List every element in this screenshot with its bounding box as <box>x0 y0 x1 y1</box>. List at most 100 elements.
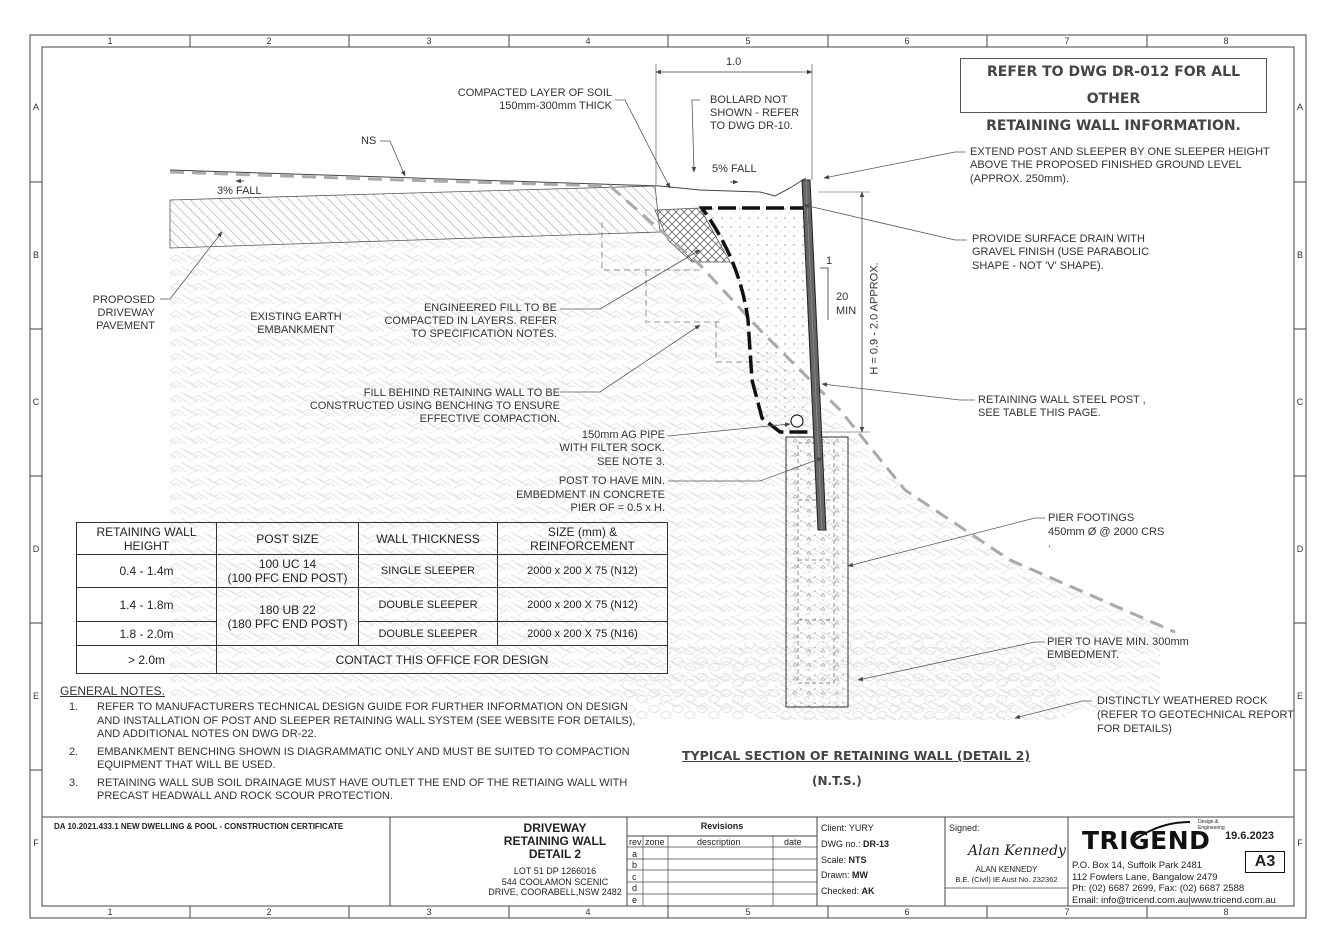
rev-row: e <box>632 895 638 905</box>
label-height-dimension: H = 0.9 - 2.0 APPROX. <box>868 262 881 375</box>
label-agpipe-1: 150mm AG PIPE <box>581 429 665 441</box>
label-bollard-3: TO DWG DR-10. <box>710 120 793 132</box>
table-cell: 180 UB 22(180 PFC END POST) <box>216 587 359 646</box>
label-embankment-2: EMBANKMENT <box>257 324 335 336</box>
reference-line-2: RETAINING WALL INFORMATION. <box>986 118 1241 134</box>
note-number: 3. <box>69 776 79 789</box>
label-slope-min: MIN <box>836 305 857 317</box>
label-pier-1: PIER FOOTINGS <box>1048 512 1135 524</box>
drawing-title-line-3: DETAIL 2 <box>528 847 582 861</box>
issue-date: 19.6.2023 <box>1225 830 1274 842</box>
table-header-row: RETAINING WALL HEIGHT POST SIZE WALL THI… <box>76 522 668 555</box>
label-pier-embed-2: EMBEDMENT. <box>1047 649 1120 661</box>
grid-col-1: 1 <box>107 36 113 46</box>
label-pier-3: . <box>1048 538 1052 550</box>
table-header: SIZE (mm) & REINFORCEMENT <box>497 522 668 555</box>
grid-row-f: F <box>33 838 39 848</box>
label-benching-3: EFFECTIVE COMPACTION. <box>419 413 560 425</box>
engineer-signature: Alan Kennedy <box>968 843 1066 859</box>
grid-col-4-bottom: 4 <box>585 907 591 917</box>
table-cell: SINGLE SLEEPER <box>358 554 498 588</box>
table-row: 0.4 - 1.4m 100 UC 14(100 PFC END POST) S… <box>76 554 668 588</box>
end-post-size: (180 PFC END POST) <box>227 616 348 631</box>
contact-line-2: 112 Fowlers Lane, Bangalow 2479 <box>1072 871 1218 883</box>
label-drain-3: SHAPE - NOT 'V' SHAPE). <box>972 260 1104 272</box>
drawing-title-line-2: RETAINING WALL <box>503 834 607 848</box>
rev-header-rev: rev <box>629 837 642 847</box>
address-line-1: LOT 51 DP 1266016 <box>513 866 597 876</box>
table-cell: 100 UC 14(100 PFC END POST) <box>216 554 359 588</box>
revisions-title: Revisions <box>700 821 744 831</box>
scale-label: Scale: <box>821 855 847 865</box>
end-post-size: (100 PFC END POST) <box>227 571 348 585</box>
table-cell: 1.8 - 2.0m <box>76 621 217 646</box>
logo-tagline-2: Engineering <box>1198 825 1225 831</box>
label-pavement-2: DRIVEWAY <box>97 307 155 319</box>
note-text: REFER TO MANUFACTURERS TECHNICAL DESIGN … <box>97 701 636 740</box>
detail-title: TYPICAL SECTION OF RETAINING WALL (DETAI… <box>682 748 1031 763</box>
grid-row-e: E <box>32 691 39 701</box>
table-row: 1.4 - 1.8m 180 UB 22(180 PFC END POST) D… <box>76 587 668 646</box>
grid-row-d-right: D <box>1296 544 1304 554</box>
table-row: > 2.0m CONTACT THIS OFFICE FOR DESIGN <box>76 645 668 674</box>
table-cell: 2000 x 200 X 75 (N12) <box>497 554 668 588</box>
grid-col-8: 8 <box>1223 36 1229 46</box>
label-benching-2: CONSTRUCTED USING BENCHING TO ENSURE <box>309 400 560 412</box>
label-rock-3: FOR DETAILS) <box>1097 723 1172 735</box>
contact-line-4: Email: info@tricend.com.au|www.tricend.c… <box>1072 894 1276 906</box>
label-benching-1: FILL BEHIND RETAINING WALL TO BE <box>363 387 560 399</box>
note-item: 3. RETAINING WALL SUB SOIL DRAINAGE MUST … <box>60 777 640 804</box>
table-cell: 2000 x 200 X 75 (N16) <box>497 621 668 646</box>
contact-line-3: Ph: (02) 6687 2699, Fax: (02) 6687 2588 <box>1072 883 1245 894</box>
grid-row-c: C <box>32 397 40 407</box>
checked-value: AK <box>861 886 875 896</box>
drawn-field: Drawn: MW <box>821 870 868 880</box>
label-embedment-1: POST TO HAVE MIN. <box>558 475 665 487</box>
label-compacted-1: COMPACTED LAYER OF SOIL <box>457 87 612 99</box>
project-title: DA 10.2021.433.1 NEW DWELLING & POOL - C… <box>54 822 344 831</box>
logo-tagline: Design & Engineering <box>1198 819 1225 831</box>
rev-row: d <box>632 883 638 893</box>
table-header: POST SIZE <box>216 522 359 555</box>
table-header: WALL THICKNESS <box>358 522 498 555</box>
dwg-no-field: DWG no.: DR-13 <box>821 839 889 849</box>
label-slope-1: 1 <box>826 255 833 267</box>
grid-col-6: 6 <box>904 36 910 46</box>
engineer-credentials: B.E. (Civil) IE Aust No. 232362 <box>955 875 1058 884</box>
scale-value: NTS <box>848 855 867 865</box>
rev-row: b <box>632 860 638 870</box>
site-address: LOT 51 DP 1266016 544 COOLAMON SCENIC DR… <box>470 866 640 898</box>
checked-field: Checked: AK <box>821 886 875 896</box>
retaining-wall-table: RETAINING WALL HEIGHT POST SIZE WALL THI… <box>76 522 668 674</box>
label-rock-1: DISTINCTLY WEATHERED ROCK <box>1097 695 1268 707</box>
dwg-no-value: DR-13 <box>863 839 890 849</box>
post-size: 180 UB 22 <box>259 602 316 617</box>
label-fill-2: COMPACTED IN LAYERS. REFER <box>384 315 557 327</box>
address-line-2: 544 COOLAMON SCENIC <box>501 876 609 887</box>
grid-col-2-bottom: 2 <box>266 907 272 917</box>
note-text: RETAINING WALL SUB SOIL DRAINAGE MUST HA… <box>97 776 628 803</box>
label-embankment-1: EXISTING EARTH <box>250 311 342 323</box>
rev-header-zone: zone <box>645 837 665 847</box>
rev-row: a <box>632 849 638 859</box>
label-post-1: RETAINING WALL STEEL POST , <box>978 394 1146 406</box>
reference-note-box: REFER TO DWG DR-012 FOR ALL OTHER RETAIN… <box>960 58 1267 134</box>
label-natural-surface: NS <box>361 135 377 147</box>
label-pier-2: 450mm Ø @ 2000 CRS <box>1048 526 1165 538</box>
signed-label: Signed: <box>949 823 980 833</box>
client-field: Client: YURY <box>821 823 874 833</box>
address-line-3: DRIVE, COORABELL,NSW 2482 <box>488 887 622 897</box>
dwg-no-label: DWG no.: <box>821 839 861 849</box>
table-cell: 0.4 - 1.4m <box>76 554 217 588</box>
label-fall-5: 5% FALL <box>712 163 757 175</box>
table-cell: DOUBLE SLEEPER <box>358 587 498 622</box>
general-notes: GENERAL NOTES. 1.REFER TO MANUFACTURERS … <box>60 684 640 808</box>
grid-col-7: 7 <box>1064 36 1070 46</box>
grid-row-a: A <box>32 102 39 112</box>
grid-row-f-right: F <box>1297 838 1303 848</box>
sheet-size-badge: A3 <box>1245 851 1285 873</box>
grid-row-d: D <box>32 544 40 554</box>
client-label: Client: <box>821 823 847 833</box>
drawing-title: DRIVEWAY RETAINING WALL DETAIL 2 <box>470 822 640 861</box>
drawing-title-line-1: DRIVEWAY <box>523 821 587 835</box>
